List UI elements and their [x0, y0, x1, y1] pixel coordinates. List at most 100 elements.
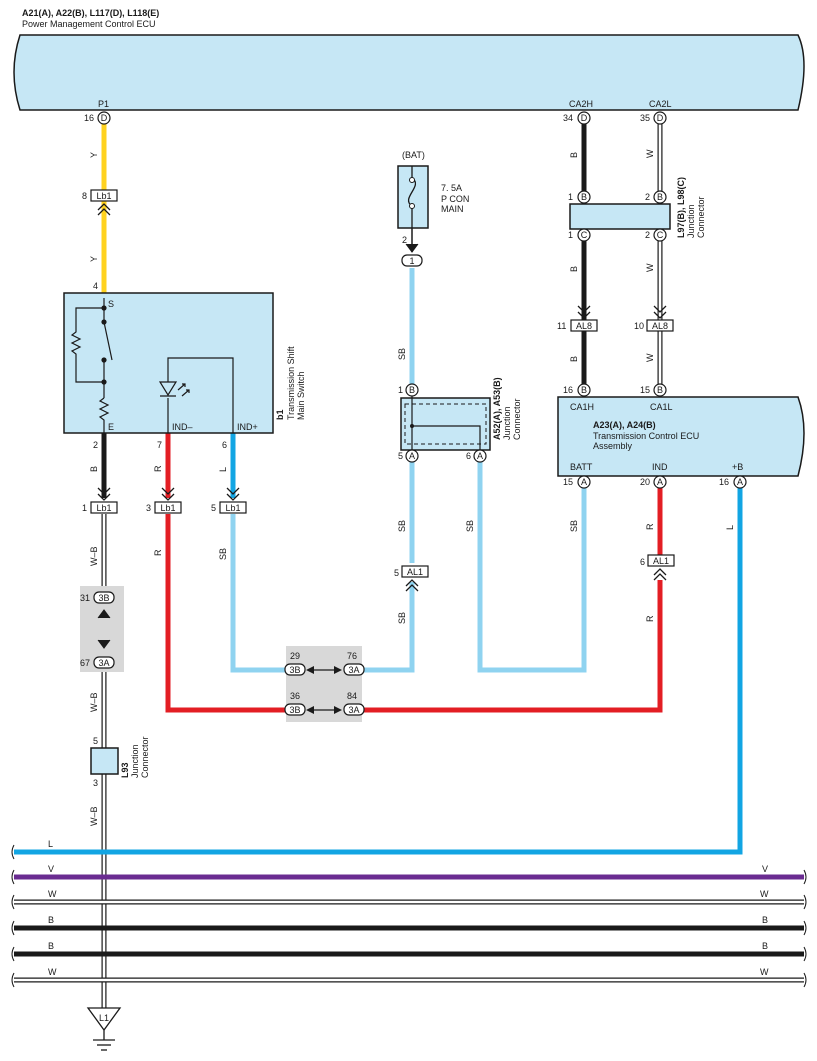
tcu-ca1h-label: CA1H	[570, 402, 594, 412]
ground-label: L1	[99, 1013, 109, 1023]
l97-br-letter: C	[657, 230, 664, 240]
wire-b-ca-mid-label: B	[569, 266, 579, 272]
wire-r-ind2-label: R	[645, 615, 655, 622]
wire-r-left-label-2: R	[153, 549, 163, 556]
top-ecu-title: A21(A), A22(B), L117(D), L118(E)	[22, 8, 159, 18]
tcu-batt-letter: A	[581, 477, 587, 487]
wire-w-ca-top-label: W	[645, 149, 655, 158]
pin-ca2h-num: 34	[563, 113, 573, 123]
l97-br-pin: 2	[645, 230, 650, 240]
junction-vertical: 3B 31 3A 67	[80, 586, 124, 672]
connector-lb1-top: Lb1 8	[82, 189, 118, 216]
wire-sb-right	[477, 462, 587, 673]
wire-y-label-bottom: Y	[89, 256, 99, 262]
bus-v-left: V	[48, 864, 54, 874]
l97-line2: Connector	[696, 196, 706, 238]
lb1-b-pin: 3	[146, 503, 151, 513]
jh-3b-label-2: 3B	[289, 705, 300, 715]
l97-tl-letter: B	[581, 192, 587, 202]
bus-w2-right: W	[760, 967, 769, 977]
switch-ind-minus-label: IND–	[172, 422, 193, 432]
switch-name-2: Main Switch	[296, 371, 306, 420]
ca2h-label: CA2H	[569, 99, 593, 109]
tcu-plusb-pin: 16	[719, 477, 729, 487]
wire-wb-label-3: W–B	[89, 806, 99, 826]
l97-bl-pin: 1	[568, 230, 573, 240]
junction-horizontal: 29 76 3B 3A 36 84 3B 3A	[284, 646, 365, 722]
jh-36-pin: 36	[290, 691, 300, 701]
al8-left-pin: 11	[557, 321, 566, 331]
tcu-ca1l-label: CA1L	[650, 402, 673, 412]
jh-29-pin: 29	[290, 651, 300, 661]
connector-lb1-top-label: Lb1	[96, 191, 111, 201]
tcu-plusb-label: +B	[732, 462, 743, 472]
a52-left-pin: 5	[398, 451, 403, 461]
connector-al1-left: 5 AL1	[394, 565, 429, 592]
junction-l93: 5 3 L93 Junction Connector	[90, 736, 150, 788]
a52-line1: Junction	[502, 406, 512, 440]
wire-l-left-label: L	[218, 467, 228, 472]
jv-67-pin: 67	[80, 658, 90, 668]
tcu-ca1h-letter: B	[581, 385, 587, 395]
bus-l-label: L	[48, 839, 53, 849]
switch-s-label: S	[108, 299, 114, 309]
lb1-a-pin: 1	[82, 503, 87, 513]
wire-y-label-top: Y	[89, 152, 99, 158]
wire-w-ca-low-label: W	[645, 353, 655, 362]
connector-al8-row: AL8 AL8 11 10	[557, 305, 674, 332]
al8-right-label: AL8	[652, 321, 668, 331]
wire-b-ca-top-label: B	[569, 152, 579, 158]
a52-right-letter: A	[477, 451, 483, 461]
fuse-name-1: P CON	[441, 194, 469, 204]
al8-right-pin: 10	[634, 321, 644, 331]
tcu-ca1l-pin: 15	[640, 385, 650, 395]
l97-tr-letter: B	[657, 192, 663, 202]
jh-76-pin: 76	[347, 651, 357, 661]
fuse-pin: 2	[402, 235, 407, 245]
switch-internal-circuit	[70, 298, 234, 433]
pin-p1: D 16	[84, 111, 111, 125]
tcu-title: A23(A), A24(B)	[593, 420, 656, 430]
bus-b2-right: B	[762, 941, 768, 951]
lb1-c-pin: 5	[211, 503, 216, 513]
l97-line1: Junction	[686, 204, 696, 238]
switch-s-pin: 4	[93, 281, 98, 291]
bus-b1-right: B	[762, 915, 768, 925]
wire-sb-right-label: SB	[569, 520, 579, 532]
wire-wb-label-2: W–B	[89, 692, 99, 712]
lb1-c-label: Lb1	[225, 503, 240, 513]
bus-w2-left: W	[48, 967, 57, 977]
al8-left-label: AL8	[576, 321, 592, 331]
a52-id: A52(A), A53(B)	[492, 377, 502, 440]
pin-ca2l-num: 35	[640, 113, 650, 123]
l93-top-pin: 5	[93, 736, 98, 746]
l93-line1: Junction	[130, 744, 140, 778]
bus-v-right: V	[762, 864, 768, 874]
wire-sb-left-label: SB	[218, 548, 228, 560]
tcu-line1: Transmission Control ECU	[593, 431, 699, 441]
tcu-ind-letter: A	[657, 477, 663, 487]
switch-ind-plus-label: IND+	[237, 422, 258, 432]
al1-right-label: AL1	[653, 556, 669, 566]
switch-id: b1	[275, 409, 285, 420]
wire-sb-mid4-label: SB	[397, 612, 407, 624]
jv-31-pin: 31	[80, 593, 90, 603]
wire-sb-mid1-label: SB	[397, 348, 407, 360]
l93-bot-pin: 3	[93, 778, 98, 788]
wire-sb-mid3-label: SB	[465, 520, 475, 532]
jh-3a-label-1: 3A	[348, 665, 359, 675]
wire-l-plusb	[14, 488, 743, 855]
jh-3a-label-2: 3A	[348, 705, 359, 715]
lb1-a-label: Lb1	[96, 503, 111, 513]
pin-p1-letter: D	[101, 113, 108, 123]
wire-b-left-label: B	[89, 466, 99, 472]
a52-top-letter: B	[409, 385, 415, 395]
tcu-batt-label: BATT	[570, 462, 593, 472]
al1-left-label: AL1	[407, 567, 423, 577]
bus-left-ends	[11, 844, 15, 988]
ground-icon: L1	[86, 1007, 122, 1051]
tcu-box	[557, 396, 805, 477]
tcu-line2: Assembly	[593, 441, 633, 451]
wire-b-ca-low-label: B	[569, 356, 579, 362]
